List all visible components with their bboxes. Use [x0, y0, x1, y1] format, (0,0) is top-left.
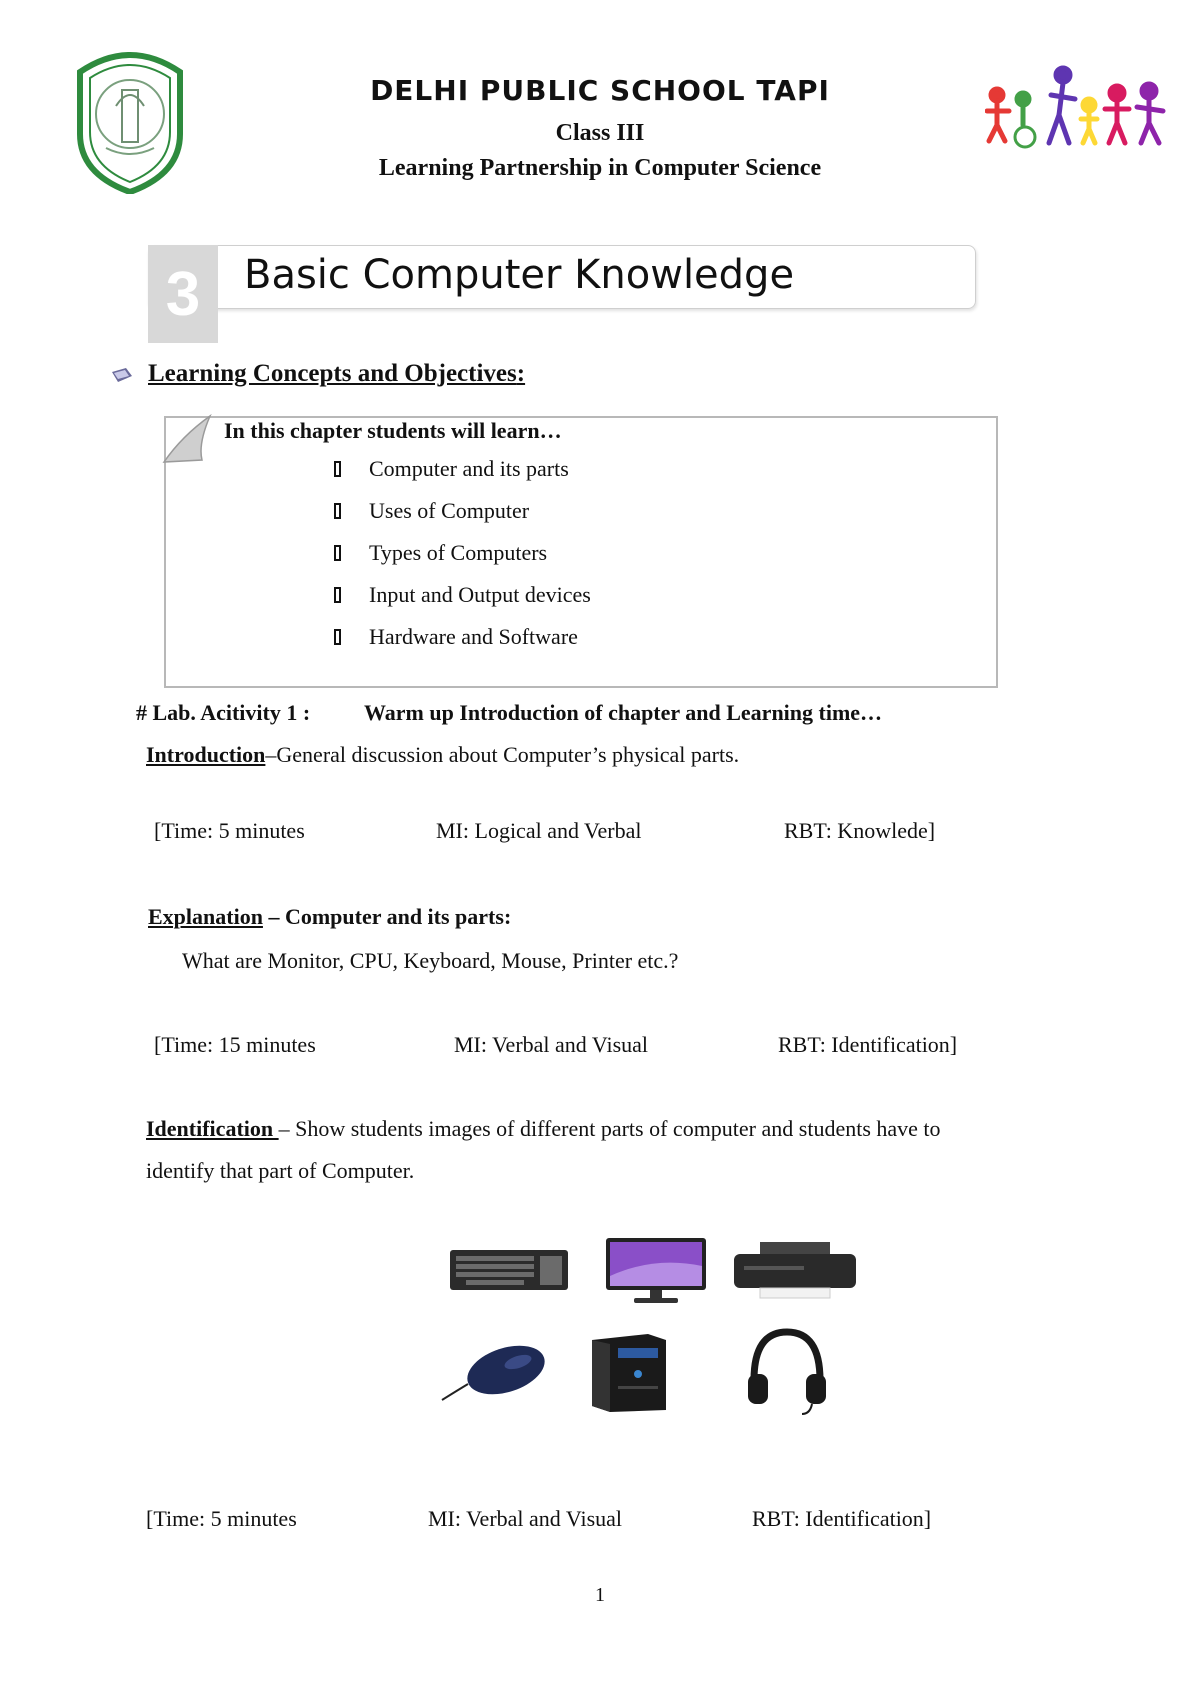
list-item: Uses of Computer	[334, 490, 591, 532]
printer-icon	[734, 1242, 856, 1299]
lab-activity-label: # Lab. Acitivity 1 :	[136, 700, 311, 725]
identification-line-2: identify that part of Computer.	[146, 1158, 415, 1183]
learning-box	[164, 416, 998, 688]
identification-line: Identification – Show students images of…	[146, 1116, 941, 1141]
school-name: DELHI PUBLIC SCHOOL TAPI	[370, 74, 830, 107]
list-item: Input and Output devices	[334, 574, 591, 616]
list-item: Types of Computers	[334, 532, 591, 574]
mouse-icon	[441, 1345, 545, 1401]
checkbox-bullet-icon	[334, 587, 341, 603]
explanation-mi: MI: Verbal and Visual	[454, 1032, 649, 1057]
introduction-line: Introduction–General discussion about Co…	[146, 742, 740, 767]
introduction-rbt: RBT: Knowlede]	[784, 818, 936, 843]
checkbox-bullet-icon	[334, 545, 341, 561]
subject-title: Learning Partnership in Computer Science	[378, 155, 822, 181]
explanation-text: What are Monitor, CPU, Keyboard, Mouse, …	[182, 948, 679, 973]
children-illustration	[985, 65, 1166, 149]
learning-list: Computer and its parts Uses of Computer …	[334, 448, 591, 658]
list-item: Computer and its parts	[334, 448, 591, 490]
explanation-rbt: RBT: Identification]	[778, 1032, 958, 1057]
explanation-time: [Time: 15 minutes	[154, 1032, 316, 1057]
identification-rbt: RBT: Identification]	[752, 1506, 932, 1531]
list-item: Hardware and Software	[334, 616, 591, 658]
class-label: Class III	[555, 120, 645, 146]
bullet-icon	[112, 368, 132, 382]
monitor-icon	[606, 1238, 706, 1303]
checkbox-bullet-icon	[334, 503, 341, 519]
checkbox-bullet-icon	[334, 629, 341, 645]
headphones-icon	[748, 1328, 826, 1415]
lab-activity-title: Warm up Introduction of chapter and Lear…	[364, 700, 883, 725]
explanation-line: Explanation – Computer and its parts:	[148, 904, 512, 929]
page-curl-icon	[162, 414, 212, 463]
objectives-heading: Learning Concepts and Objectives:	[148, 360, 526, 387]
cpu-icon	[592, 1334, 666, 1412]
keyboard-icon	[450, 1250, 568, 1290]
school-crest-logo	[77, 52, 183, 194]
chapter-title: Basic Computer Knowledge	[244, 252, 795, 298]
chapter-number: 3	[148, 245, 218, 343]
introduction-mi: MI: Logical and Verbal	[436, 818, 642, 843]
checkbox-bullet-icon	[334, 461, 341, 477]
learning-intro: In this chapter students will learn…	[224, 418, 562, 443]
page-number: 1	[595, 1584, 605, 1606]
identification-time: [Time: 5 minutes	[146, 1506, 297, 1531]
identification-mi: MI: Verbal and Visual	[428, 1506, 623, 1531]
introduction-time: [Time: 5 minutes	[154, 818, 305, 843]
